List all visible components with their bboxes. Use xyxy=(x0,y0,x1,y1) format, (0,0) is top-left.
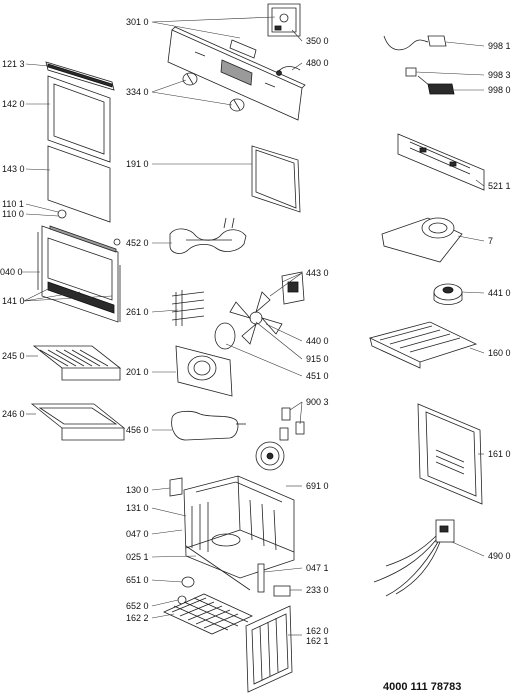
label-040-0: 040 0 xyxy=(0,267,23,277)
label-452-0: 452 0 xyxy=(126,238,149,248)
label-451-0: 451 0 xyxy=(306,371,329,381)
document-number: 4000 111 78783 xyxy=(383,681,462,693)
knob-left xyxy=(182,72,198,86)
label-110-0: 110 0 xyxy=(2,209,24,219)
label-143-0: 143 0 xyxy=(2,164,25,174)
electronic-board xyxy=(397,133,485,191)
power-cable xyxy=(383,35,429,51)
oven-lamp-part xyxy=(273,585,291,597)
label-651-0: 651 0 xyxy=(126,575,149,585)
oven-cavity xyxy=(183,475,295,579)
fan-housing xyxy=(381,217,463,263)
door-seal xyxy=(251,145,301,213)
programmer-module xyxy=(267,3,301,37)
inner-glass xyxy=(47,75,111,163)
label-246-0: 246 0 xyxy=(2,409,25,419)
label-490-0: 490 0 xyxy=(488,551,511,561)
wire-shelf xyxy=(32,345,122,381)
label-162-2: 162 2 xyxy=(126,613,149,623)
label-7: 7 xyxy=(488,236,494,246)
accessory-kit xyxy=(427,83,455,95)
motor-fan xyxy=(433,283,463,305)
circular-element xyxy=(214,322,236,350)
baking-tray xyxy=(30,403,126,441)
outer-door-glass xyxy=(41,225,119,323)
label-350-0: 350 0 xyxy=(306,36,329,46)
label-201-0: 201 0 xyxy=(126,367,149,377)
label-334-0: 334 0 xyxy=(126,87,149,97)
label-691-0: 691 0 xyxy=(306,481,329,491)
leader-lines xyxy=(22,16,485,636)
hinge-bracket xyxy=(257,563,265,593)
rear-panel-bottom xyxy=(163,593,253,635)
fan-cover xyxy=(175,345,233,397)
label-162-0: 162 0 xyxy=(306,626,329,636)
probe-connectors xyxy=(279,407,305,441)
label-998-1: 998 1 xyxy=(488,41,511,51)
plug-module xyxy=(427,35,447,47)
top-rack xyxy=(368,321,478,369)
shelf-support xyxy=(171,290,205,326)
side-panel xyxy=(245,605,293,693)
label-191-0: 191 0 xyxy=(126,159,149,169)
middle-glass xyxy=(47,145,111,223)
top-heating-element xyxy=(169,217,247,254)
label-025-1: 025 1 xyxy=(126,552,149,562)
label-900-3: 900 3 xyxy=(306,397,329,407)
label-261-0: 261 0 xyxy=(126,307,149,317)
label-047-1: 047 1 xyxy=(306,563,329,573)
label-141-0: 141 0 xyxy=(2,296,25,306)
knob-right xyxy=(229,98,245,112)
label-440-0: 440 0 xyxy=(306,336,329,346)
door-hinge-clip xyxy=(57,209,67,219)
label-998-0: 998 0 xyxy=(488,85,511,95)
label-301-0: 301 0 xyxy=(126,17,149,27)
label-456-0: 456 0 xyxy=(126,425,149,435)
label-131-0: 131 0 xyxy=(126,503,149,513)
fan-motor xyxy=(281,271,305,305)
label-233-0: 233 0 xyxy=(306,585,329,595)
label-245-0: 245 0 xyxy=(2,351,25,361)
label-162-1: 162 1 xyxy=(306,636,329,646)
label-443-0: 443 0 xyxy=(306,268,329,278)
label-480-0: 480 0 xyxy=(306,58,329,68)
fan-blade xyxy=(229,291,283,345)
label-652-0: 652 0 xyxy=(126,601,149,611)
label-160-0: 160 0 xyxy=(488,348,511,358)
control-panel xyxy=(167,26,306,121)
bottom-heating-element xyxy=(171,410,246,441)
fan-grille xyxy=(255,441,285,471)
door-switch xyxy=(169,477,183,497)
small-label xyxy=(405,67,417,77)
cavity-strip xyxy=(185,545,251,591)
label-441-0: 441 0 xyxy=(488,288,511,298)
label-521-1: 521 1 xyxy=(488,181,511,191)
label-130-0: 130 0 xyxy=(126,485,149,495)
label-161-0: 161 0 xyxy=(488,449,511,459)
label-142-0: 142 0 xyxy=(2,99,25,109)
back-panel xyxy=(417,403,483,505)
label-047-0: 047 0 xyxy=(126,529,149,539)
label-110-1: 110 1 xyxy=(2,199,24,209)
lamp-cable xyxy=(277,66,301,73)
label-121-3: 121 3 xyxy=(2,59,25,69)
label-998-3: 998 3 xyxy=(488,70,511,80)
label-915-0: 915 0 xyxy=(306,354,329,364)
wiring-harness xyxy=(373,519,455,597)
